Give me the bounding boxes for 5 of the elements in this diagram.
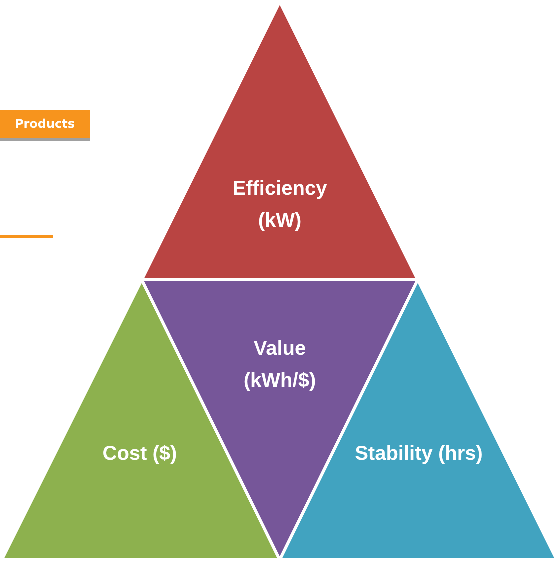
- segment-label: Stability (hrs): [354, 442, 484, 467]
- segment-label: Value (kWh/$): [242, 337, 318, 394]
- segment-label: Cost ($): [102, 442, 178, 467]
- segment-label: Efficiency (kW): [232, 177, 328, 234]
- tab-label: Products: [0, 110, 90, 141]
